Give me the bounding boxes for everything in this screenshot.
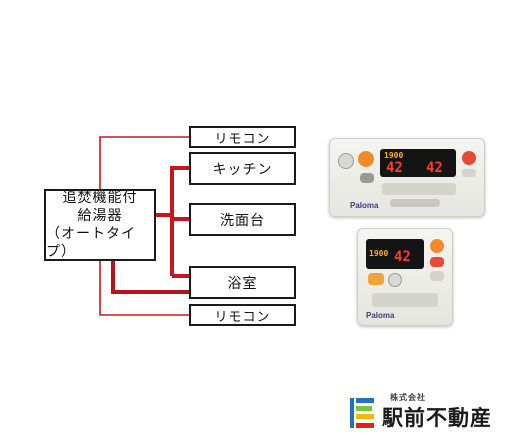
bath-remote-display: 1900 42: [366, 239, 424, 269]
heater-label-line1: 追焚機能付: [62, 190, 138, 206]
wire-remote-bottom: [99, 261, 189, 316]
eco-button-icon: [360, 173, 374, 183]
company-logo-mark: [350, 398, 374, 428]
kitchen-temp-right: 42: [426, 160, 443, 176]
remote-box-bottom: リモコン: [189, 304, 296, 326]
bath-button-icon: [368, 273, 384, 285]
remote-box-top: リモコン: [189, 126, 296, 148]
kitchen-remote-display: 1900 42 42: [380, 149, 456, 177]
pipe-main: [156, 166, 189, 217]
bath-time-readout: 1900: [369, 249, 389, 258]
temp-up-icon: [462, 151, 476, 165]
pipe-bathroom-return: [111, 261, 189, 294]
kitchen-remote-image: 1900 42 42 Paloma: [329, 138, 485, 217]
wire-remote-top: [99, 136, 189, 189]
kitchen-box: キッチン: [189, 152, 296, 185]
call-button-icon: [338, 153, 354, 169]
kitchen-time-readout: 1900: [384, 151, 404, 160]
bath-remote-brand: Paloma: [366, 311, 395, 320]
kitchen-remote-label: [390, 199, 440, 207]
bath-temp-readout: 42: [394, 249, 411, 265]
bath-remote-image: 1900 42 Paloma: [357, 228, 453, 326]
kitchen-remote-brand: Paloma: [350, 201, 379, 210]
bath-power-icon: [430, 239, 444, 253]
temp-down-icon: [462, 169, 476, 177]
washstand-box: 洗面台: [189, 203, 296, 236]
company-logo-name: 駅前不動産: [382, 405, 492, 430]
power-button-icon: [358, 151, 374, 167]
bath-temp-up-icon: [430, 257, 444, 267]
kitchen-remote-cover: [382, 183, 456, 195]
bath-temp-down-icon: [430, 271, 444, 281]
company-logo-sub: 株式会社: [390, 393, 426, 402]
bath-call-icon: [388, 273, 402, 287]
water-heater-box: 追焚機能付 給湯器 （オートタイプ）: [44, 189, 156, 261]
kitchen-temp-left: 42: [386, 160, 403, 176]
bath-remote-cover: [372, 293, 438, 307]
bathroom-box: 浴室: [189, 266, 296, 299]
heater-label-line2: 給湯器: [77, 208, 123, 224]
heater-label-line3: （オートタイプ）: [46, 226, 136, 260]
company-logo: 株式会社 駅前不動産: [350, 392, 518, 432]
